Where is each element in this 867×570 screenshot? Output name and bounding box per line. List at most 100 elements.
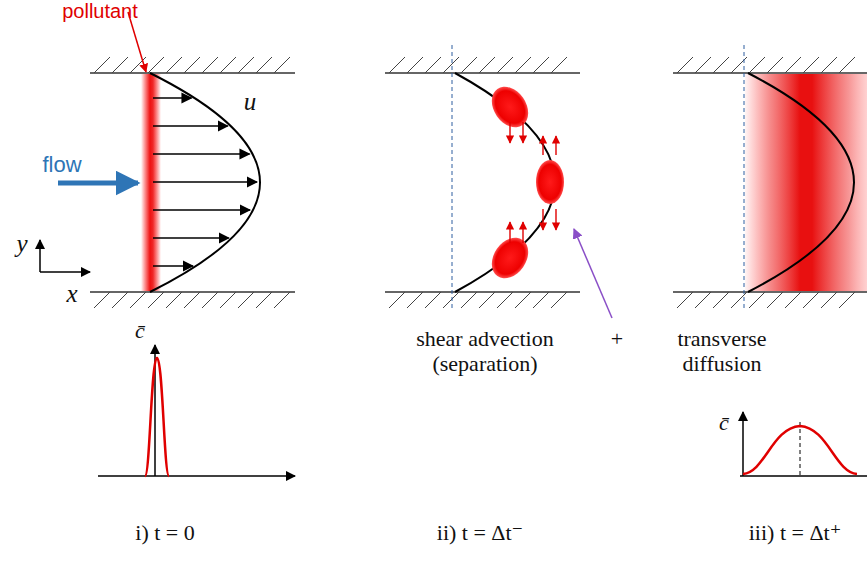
hatch-stroke [425,57,441,73]
plus-sign: + [611,326,623,351]
small-arrow [555,136,556,155]
hatch-stroke [389,57,405,73]
hatch-stroke [515,57,531,73]
process-label: shear advection (separation) [380,326,590,377]
velocity-arrow [153,237,229,239]
velocity-profile [748,73,854,292]
diffused-band [745,74,867,291]
hatch-stroke [202,57,218,73]
hatch-stroke [749,292,765,308]
hatch-stroke [130,292,146,308]
hatch-stroke [749,57,765,73]
wall-line [673,291,867,292]
small-arrow [509,222,510,243]
plot-axis [740,475,867,477]
hatch-stroke [695,292,711,308]
channel-walls [90,73,867,292]
wall-line [673,72,867,73]
small-arrow [522,222,523,243]
wall-line [385,291,580,292]
hatch-stroke [713,57,729,73]
hatch-stroke [407,292,423,308]
time-caption: i) t = 0 [135,520,194,545]
hatch-stroke [479,292,495,308]
axis-label: y [16,230,27,259]
concentration-spike [145,358,169,476]
hatch-stroke [839,57,855,73]
small-arrow [542,136,543,155]
diffusion-arrows [510,122,556,243]
hatch-stroke [202,292,218,308]
hatch-stroke [677,57,693,73]
reference-line [744,45,745,310]
hatch-stroke [166,57,182,73]
hatch-stroke [461,292,477,308]
velocity-arrow [153,265,193,267]
hatch-stroke [256,57,272,73]
hatch-stroke [256,292,272,308]
hatch-stroke [238,292,254,308]
hatch-stroke [479,57,495,73]
pollutant-label: pollutant [62,0,138,23]
plot-axis [742,412,744,476]
velocity-arrows [153,98,257,266]
x-axis [40,271,90,273]
wall-line [90,291,295,292]
hatch-stroke [443,292,459,308]
hatch-stroke [497,292,513,308]
hatch-stroke [220,292,236,308]
hatch-stroke [803,57,819,73]
reference-line [452,45,453,310]
axis-label: c̄ [719,410,729,435]
velocity-arrow [153,125,228,127]
axis-label: c̄ [135,318,145,343]
hatch-stroke [112,57,128,73]
hatch-stroke [148,292,164,308]
hatch-stroke [220,57,236,73]
hatch-stroke [425,292,441,308]
pollutant-blob [536,160,564,204]
hatch-stroke [839,292,855,308]
hatch-stroke [461,57,477,73]
hatch-stroke [551,292,567,308]
y-axis [39,240,41,272]
hatch-stroke [94,292,110,308]
hatch-stroke [551,57,567,73]
concentration-curve [743,426,857,474]
hatch-stroke [821,57,837,73]
small-arrow [522,122,523,143]
time-caption: iii) t = Δt⁺ [749,520,842,545]
hatch-stroke [767,292,783,308]
hatch-stroke [238,57,254,73]
callout-arrow [574,229,612,318]
hatch-stroke [184,292,200,308]
hatch-stroke [443,57,459,73]
hatch-stroke [713,292,729,308]
hatch-stroke [677,292,693,308]
hatch-stroke [731,292,747,308]
hatch-stroke [274,57,290,73]
velocity-arrow [153,181,257,183]
velocity-symbol: u [244,88,257,117]
hatch-stroke [407,57,423,73]
hatch-stroke [94,57,110,73]
hatch-stroke [695,57,711,73]
hatch-stroke [389,292,405,308]
plot-axis [98,475,295,477]
velocity-arrow [153,97,191,99]
process-label: transverse diffusion [657,326,787,377]
hatch-stroke [533,57,549,73]
hatch-stroke [785,57,801,73]
hatch-stroke [821,292,837,308]
velocity-arrow [153,209,250,211]
flow-arrow [58,181,138,186]
small-arrow [542,209,543,230]
wall-hatching [94,57,855,308]
velocity-profile [150,73,260,292]
flow-label: flow [42,152,81,177]
hatch-stroke [112,292,128,308]
hatch-stroke [166,292,182,308]
